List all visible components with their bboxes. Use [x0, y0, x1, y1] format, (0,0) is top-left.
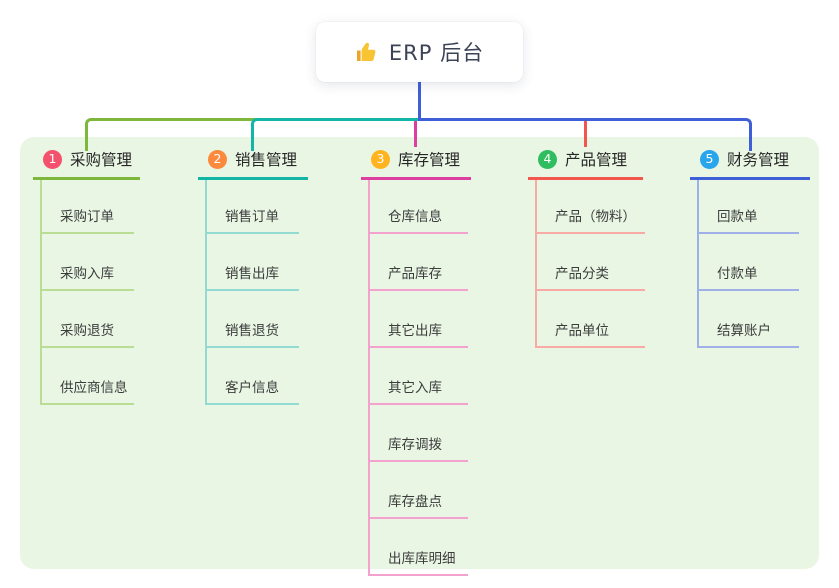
branch-children: 采购订单采购入库采购退货供应商信息 [40, 180, 134, 405]
branch-2: 2 销售管理 销售订单销售出库销售退货客户信息 [198, 146, 308, 405]
child-node[interactable]: 采购退货 [42, 291, 134, 348]
child-label: 采购入库 [60, 266, 114, 282]
child-node[interactable]: 仓库信息 [370, 180, 468, 234]
child-label: 仓库信息 [388, 209, 442, 225]
child-node[interactable]: 回款单 [699, 180, 799, 234]
child-node[interactable]: 其它出库 [370, 291, 468, 348]
child-node[interactable]: 产品单位 [537, 291, 645, 348]
child-label: 出库库明细 [388, 551, 456, 567]
branch-1: 1 采购管理 采购订单采购入库采购退货供应商信息 [33, 146, 140, 405]
child-label: 产品分类 [555, 266, 609, 282]
branch-4: 4 产品管理 产品（物料） 产品分类产品单位 [528, 146, 645, 348]
child-label: 采购订单 [60, 209, 114, 225]
child-label: 产品库存 [388, 266, 442, 282]
child-node[interactable]: 付款单 [699, 234, 799, 291]
child-label: 采购退货 [60, 323, 114, 339]
branch-label: 产品管理 [565, 151, 628, 169]
branch-number-badge: 4 [538, 149, 557, 169]
branch-label: 销售管理 [235, 151, 298, 169]
branch-label: 财务管理 [727, 151, 790, 169]
root-node[interactable]: ERP 后台 [316, 22, 523, 82]
branch-children: 仓库信息产品库存其它出库其它入库库存调拨库存盘点出库库明细 [368, 180, 468, 576]
branch-heading[interactable]: 4 产品管理 [528, 146, 643, 180]
branch-heading[interactable]: 1 采购管理 [33, 146, 140, 180]
child-label: 付款单 [717, 266, 758, 282]
child-node[interactable]: 产品（物料） [537, 180, 645, 234]
child-node[interactable]: 销售出库 [207, 234, 299, 291]
branch-children: 回款单付款单结算账户 [697, 180, 799, 348]
branch-number-badge: 2 [208, 149, 227, 169]
child-label: 回款单 [717, 209, 758, 225]
branch-3: 3 库存管理 仓库信息产品库存其它出库其它入库库存调拨库存盘点出库库明细 [361, 146, 471, 576]
child-label: 库存盘点 [388, 494, 442, 510]
child-label: 产品（物料） [555, 209, 636, 225]
child-label: 供应商信息 [60, 380, 128, 396]
child-node[interactable]: 采购入库 [42, 234, 134, 291]
child-label: 产品单位 [555, 323, 609, 339]
child-node[interactable]: 产品分类 [537, 234, 645, 291]
branch-heading[interactable]: 5 财务管理 [690, 146, 810, 180]
branch-children: 销售订单销售出库销售退货客户信息 [205, 180, 299, 405]
child-label: 库存调拨 [388, 437, 442, 453]
connector-root [418, 82, 421, 121]
child-node[interactable]: 销售订单 [207, 180, 299, 234]
branch-5: 5 财务管理 回款单付款单结算账户 [690, 146, 810, 348]
child-node[interactable]: 产品库存 [370, 234, 468, 291]
thumbs-up-icon [356, 42, 376, 61]
branch-children: 产品（物料） 产品分类产品单位 [535, 180, 645, 348]
child-node[interactable]: 供应商信息 [42, 348, 134, 405]
branch-number-badge: 5 [700, 149, 719, 169]
child-node[interactable]: 销售退货 [207, 291, 299, 348]
child-label: 结算账户 [717, 323, 771, 339]
branch-label: 库存管理 [398, 151, 461, 169]
child-label: 销售订单 [225, 209, 279, 225]
branch-label: 采购管理 [70, 151, 133, 169]
child-label: 销售出库 [225, 266, 279, 282]
child-node[interactable]: 库存盘点 [370, 462, 468, 519]
branch-heading[interactable]: 2 销售管理 [198, 146, 308, 180]
child-node[interactable]: 结算账户 [699, 291, 799, 348]
child-node[interactable]: 库存调拨 [370, 405, 468, 462]
root-title: ERP 后台 [388, 41, 485, 65]
child-node[interactable]: 采购订单 [42, 180, 134, 234]
branch-number-badge: 1 [43, 149, 62, 169]
child-node[interactable]: 客户信息 [207, 348, 299, 405]
branches-panel [20, 137, 819, 569]
child-label: 其它出库 [388, 323, 442, 339]
branch-heading[interactable]: 3 库存管理 [361, 146, 471, 180]
child-label: 客户信息 [225, 380, 279, 396]
child-label: 其它入库 [388, 380, 442, 396]
child-label: 销售退货 [225, 323, 279, 339]
branch-number-badge: 3 [371, 149, 390, 169]
child-node[interactable]: 出库库明细 [370, 519, 468, 576]
child-node[interactable]: 其它入库 [370, 348, 468, 405]
